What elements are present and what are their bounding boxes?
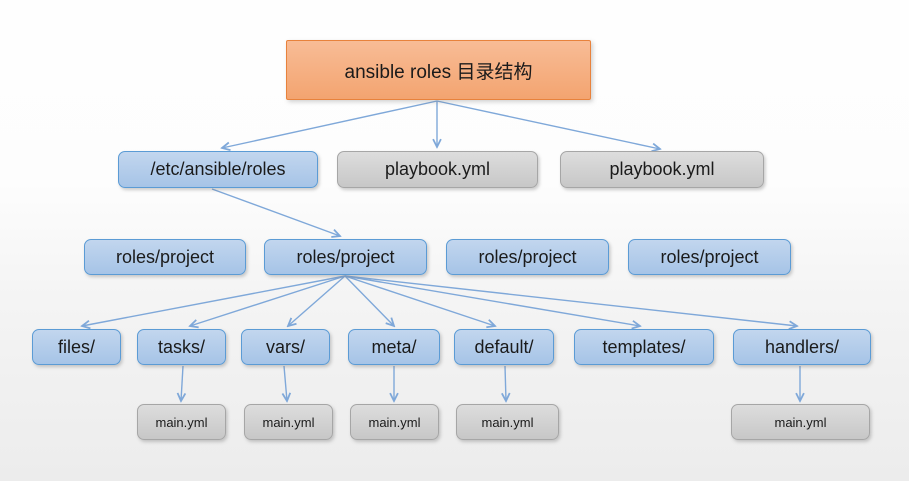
node-roles-project-4: roles/project (628, 239, 791, 275)
edge-title-to-etc-ansible-roles (222, 100, 438, 148)
node-handlers-dir: handlers/ (733, 329, 871, 365)
node-etc-ansible-roles: /etc/ansible/roles (118, 151, 318, 188)
edge-etc-to-roles-project-2 (211, 188, 340, 236)
node-templates-dir: templates/ (574, 329, 714, 365)
node-main-yml-meta: main.yml (350, 404, 439, 440)
edge-roles-project-to-tasks (190, 275, 346, 326)
edge-default-to-main-yml (505, 365, 506, 401)
node-playbook-yml-1: playbook.yml (337, 151, 538, 188)
node-main-yml-handlers: main.yml (731, 404, 870, 440)
edge-roles-project-to-vars (288, 275, 346, 326)
node-playbook-yml-2: playbook.yml (560, 151, 764, 188)
node-main-yml-vars: main.yml (244, 404, 333, 440)
edge-roles-project-to-default (344, 275, 495, 326)
node-tasks-dir: tasks/ (137, 329, 226, 365)
node-main-yml-tasks: main.yml (137, 404, 226, 440)
node-meta-dir: meta/ (348, 329, 440, 365)
edge-roles-project-to-templates (344, 275, 640, 326)
node-files-dir: files/ (32, 329, 121, 365)
node-default-dir: default/ (454, 329, 554, 365)
edge-roles-project-to-files (82, 275, 346, 326)
edge-roles-project-to-handlers (344, 275, 797, 326)
edge-title-to-playbook-2 (436, 100, 660, 149)
node-roles-project-3: roles/project (446, 239, 609, 275)
node-vars-dir: vars/ (241, 329, 330, 365)
node-diagram-title: ansible roles 目录结构 (286, 40, 591, 100)
node-roles-project-1: roles/project (84, 239, 246, 275)
edge-vars-to-main-yml (284, 365, 287, 401)
edge-tasks-to-main-yml (181, 365, 183, 401)
node-roles-project-2: roles/project (264, 239, 427, 275)
node-main-yml-default: main.yml (456, 404, 559, 440)
edge-roles-project-to-meta (344, 275, 394, 326)
